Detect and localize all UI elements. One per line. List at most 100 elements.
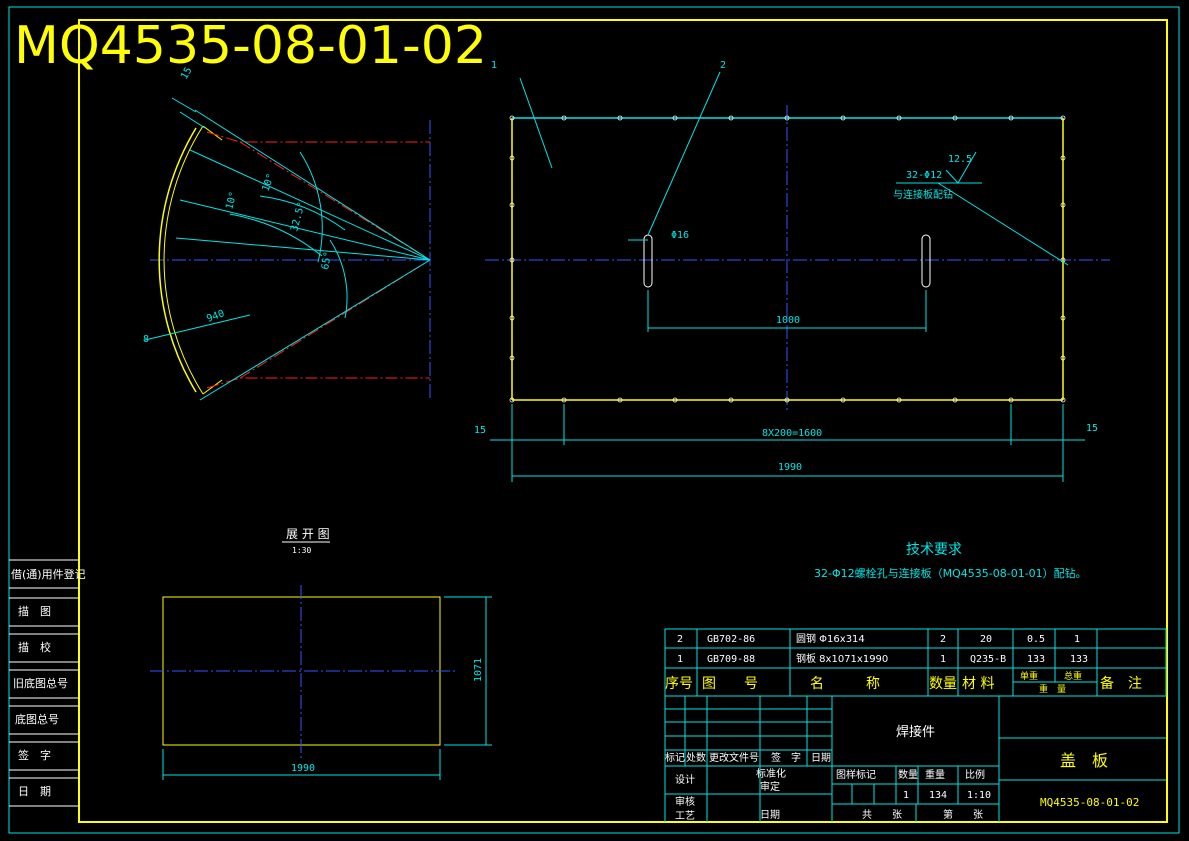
tb-scale-value: 1:10 [967, 790, 991, 801]
tb-weight-label: 重量 [925, 768, 945, 781]
bolt-hole [509, 115, 515, 121]
side-row-label: 底图总号 [15, 712, 59, 726]
bom-cell: 133 [1070, 654, 1088, 665]
bolt-hole [1060, 155, 1066, 161]
bom-cell: 1 [677, 654, 683, 665]
bolt-hole [840, 115, 846, 121]
bolt-hole [840, 397, 846, 403]
tb-date: 日期 [760, 809, 780, 821]
bolt-hole [1060, 355, 1066, 361]
side-row-label: 借(通)用件登记 [11, 567, 86, 581]
side-row-label: 签 字 [18, 748, 51, 762]
bom-table [664, 628, 1167, 697]
dim-angle-10-top: 10° [260, 172, 277, 193]
slot-right [921, 234, 931, 288]
bom-cell: 2 [940, 634, 946, 645]
rev-header: 日期 [811, 752, 831, 764]
slot-diameter: Φ16 [671, 230, 689, 241]
bom-cell: 133 [1027, 654, 1045, 665]
side-panel [9, 559, 79, 807]
bom-cell: 2 [677, 634, 683, 645]
unfolded-view: 展 开 图 1:30 1990 1071 [150, 527, 492, 780]
bom-cell: 1 [1074, 634, 1080, 645]
bolt-hole [509, 202, 515, 208]
dim-940: 940 [205, 308, 226, 325]
bolt-hole [672, 115, 678, 121]
tb-qty-value: 1 [903, 790, 909, 801]
unfolded-scale: 1:30 [292, 546, 311, 555]
bolt-hole [509, 155, 515, 161]
tb-approve: 审定 [760, 780, 780, 793]
plate-view: 1 2 Φ16 12.5 32-Φ12 与连接板配钻 1000 15 15 8X… [474, 60, 1110, 482]
bolt-hole [509, 257, 515, 263]
tb-weight-value: 134 [929, 790, 947, 801]
rev-header: 签 字 [771, 751, 801, 764]
tb-process: 工艺 [675, 810, 695, 822]
inner-frame [78, 19, 1168, 823]
side-row-label: 日 期 [18, 785, 51, 798]
bom-header-total-weight: 总重 [1064, 670, 1082, 682]
rev-header: 处数 [686, 751, 706, 764]
tech-req-line: 32-Φ12螺栓孔与连接板（MQ4535-08-01-01）配钻。 [814, 566, 1087, 580]
bom-header-name: 名 称 [810, 676, 880, 692]
bolt-holes [509, 115, 1066, 403]
bolt-hole [1060, 315, 1066, 321]
bolt-hole [509, 397, 515, 403]
outer-border [8, 6, 1180, 834]
bolt-hole [561, 115, 567, 121]
title-block [664, 696, 1166, 822]
bom-cell: GB702-86 [707, 634, 755, 645]
bom-header-qty: 数量 [929, 676, 957, 692]
tech-req-title: 技术要求 [906, 542, 962, 558]
tb-design: 设计 [675, 773, 695, 786]
bolt-hole [509, 315, 515, 321]
tb-standardization: 标准化 [756, 767, 786, 780]
bom-header-unit-weight: 单重 [1020, 670, 1038, 682]
bolt-hole [728, 397, 734, 403]
tb-sheet-no: 第 张 [943, 808, 983, 821]
dim-angle-32: 32.5° [289, 201, 307, 233]
dim-1000: 1000 [776, 315, 800, 326]
bolt-hole [952, 397, 958, 403]
bom-header-material: 材 料 [962, 676, 994, 692]
dim-15: 15 [179, 66, 195, 82]
dim-8: 8 [143, 334, 149, 345]
bom-header-note: 备 注 [1100, 675, 1142, 692]
tb-stage-mark: 图样标记 [836, 768, 876, 781]
bolt-hole [784, 397, 790, 403]
bolt-hole [672, 397, 678, 403]
dim-15-right: 15 [1086, 423, 1098, 434]
balloon-2: 2 [720, 60, 726, 71]
dim-angle-10: 10° [224, 190, 239, 210]
tb-scale-label: 比例 [965, 768, 985, 781]
rev-header: 更改文件号 [709, 751, 759, 764]
bolt-hole [1060, 202, 1066, 208]
bom-cell: Q235-B [970, 654, 1006, 665]
bom-cell: 0.5 [1027, 634, 1045, 645]
side-row-label: 旧底图总号 [13, 676, 68, 690]
bolt-hole [1008, 397, 1014, 403]
roughness-value: 12.5 [948, 154, 972, 165]
bolt-hole [561, 397, 567, 403]
bom-cell: 圆钢 Φ16x314 [796, 632, 865, 645]
bolt-hole [1060, 115, 1066, 121]
tb-part-type: 焊接件 [896, 724, 935, 740]
tb-qty-label: 数量 [898, 768, 918, 781]
bom-cell: 20 [980, 634, 992, 645]
tb-review: 审核 [675, 795, 695, 808]
bom-header-no: 序号 [665, 676, 693, 692]
tb-part-number: MQ4535-08-01-02 [1040, 796, 1139, 809]
hole-callout-note: 与连接板配钻 [893, 188, 953, 201]
bolt-hole [617, 397, 623, 403]
bolt-hole [728, 115, 734, 121]
bom-cell: GB709-88 [707, 654, 755, 665]
unfolded-height: 1071 [473, 658, 484, 682]
rev-header: 标记 [665, 752, 685, 764]
bom-cell: 钢板 8x1071x1990 [796, 652, 888, 665]
bolt-hole [509, 355, 515, 361]
bolt-hole [896, 115, 902, 121]
side-row-label: 描 校 [18, 640, 51, 654]
bom-cell: 1 [940, 654, 946, 665]
tb-part-name: 盖 板 [1060, 751, 1108, 770]
